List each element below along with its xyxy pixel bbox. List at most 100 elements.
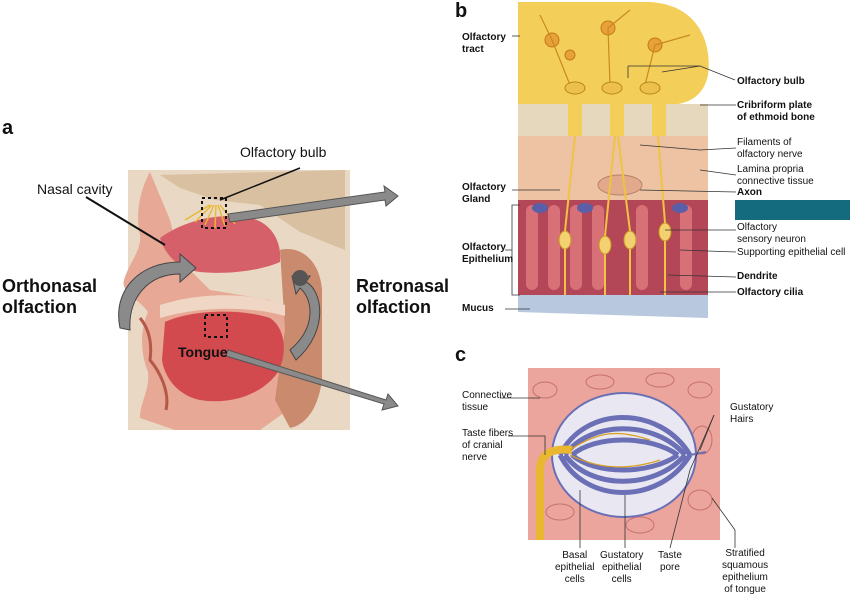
gustatory-hairs-label: Gustatory Hairs: [730, 402, 773, 426]
basal-line-1: Basal: [562, 550, 588, 561]
sensory-neuron-label: Olfactory sensory neuron: [737, 222, 806, 246]
panel-b-right-leaders: [627, 65, 737, 293]
orthonasal-arrow: [118, 252, 197, 331]
gustatory-hairs-line-1: Gustatory: [730, 402, 774, 413]
olfactory-tract-line-2: tract: [462, 44, 484, 55]
stratified-line-1: Stratified: [725, 548, 765, 559]
panel-a-letter: a: [2, 117, 14, 139]
sensory-neurons: [558, 222, 672, 255]
taste-pore-line-2: pore: [659, 562, 680, 573]
gustatory-hairs-shape: [689, 451, 707, 456]
basal-cells-label: Basal epithelial cells: [555, 550, 594, 586]
taste-pore-line-1: Taste: [658, 550, 682, 561]
foramen-3: [652, 104, 666, 136]
dendrite-label: Dendrite: [737, 271, 778, 282]
olfactory-tract-label: Olfactory tract: [462, 32, 506, 56]
taste-fibers-line-1: Taste fibers: [462, 428, 514, 439]
olfactory-epithelium-label: Olfactory Epithelium: [462, 242, 513, 266]
nasal-cavity-label: Nasal cavity: [37, 181, 113, 197]
tongue-focus-box: [204, 314, 228, 338]
basal-line-3: cells: [564, 574, 585, 585]
taste-fibers-label: Taste fibers of cranial nerve: [462, 428, 513, 464]
olfactory-bulb-label-a: Olfactory bulb: [240, 144, 327, 160]
gustatory-cells: [557, 415, 693, 495]
olfactory-tract-line-1: Olfactory: [462, 32, 506, 43]
panel-b-letter: b: [455, 0, 468, 22]
olfactory-epithelium-line-1: Olfactory: [462, 242, 506, 253]
taste-fibers-line-2: of cranial: [462, 440, 503, 451]
olfactory-gland-label: Olfactory Gland: [462, 182, 506, 206]
nasal-cavity: [160, 216, 281, 273]
stratified-line-3: epithelium: [722, 572, 768, 583]
skull-region: [160, 170, 345, 250]
tongue-shape: [162, 311, 284, 402]
retronasal-line-1: Retronasal: [356, 276, 450, 296]
panel-c-letter: c: [455, 344, 467, 366]
orthonasal-line-1: Orthonasal: [2, 276, 98, 296]
cribriform-line-2: of ethmoid bone: [737, 112, 815, 123]
connective-tissue-label: Connective tissue: [462, 390, 512, 414]
taste-nerve-fiber: [536, 445, 573, 540]
cribriform-line-1: Cribriform plate: [737, 100, 813, 111]
lips-line: [138, 317, 169, 411]
basal-line-2: epithelial: [555, 562, 595, 573]
supporting-cells: [526, 205, 692, 290]
retronasal-arrow-head: [292, 270, 308, 286]
filaments-label: Filaments of olfactory nerve: [737, 137, 803, 161]
tongue-zoom-arrow: [225, 349, 399, 411]
taste-fibers-line-3: nerve: [462, 452, 488, 463]
olfactory-gland-line-2: Gland: [462, 194, 491, 205]
gustatory-hairs-line-2: Hairs: [730, 414, 754, 425]
nasal-cavity-leader: [85, 196, 166, 246]
lamina-line-1: Lamina propria: [737, 164, 804, 175]
filaments-line-1: Filaments of: [737, 137, 792, 148]
bulb-dendrites: [539, 9, 691, 86]
redaction-bar: [735, 200, 850, 220]
panel-c-leaders: [500, 397, 736, 549]
connective-line-2: tissue: [462, 402, 489, 413]
sensory-neuron-line-2: sensory neuron: [737, 234, 806, 245]
tongue-label: Tongue: [178, 344, 228, 360]
palate: [160, 295, 285, 318]
gustatory-cells-label: Gustatory epithelial cells: [600, 550, 643, 586]
retronasal-label: Retronasal olfaction: [356, 276, 449, 318]
olfactory-bulb-label-b: Olfactory bulb: [737, 76, 805, 87]
taste-pore-label: Taste pore: [658, 550, 682, 574]
retronasal-arrow: [289, 275, 321, 361]
orthonasal-line-2: olfaction: [2, 297, 77, 317]
basal-cells: [532, 203, 688, 213]
connective-line-1: Connective: [462, 390, 513, 401]
cribriform-label: Cribriform plate of ethmoid bone: [737, 100, 815, 124]
sensory-neuron-line-1: Olfactory: [737, 222, 778, 233]
gustatory-cells-line-3: cells: [611, 574, 632, 585]
foramen-1: [568, 104, 582, 136]
supporting-cell-label: Supporting epithelial cell: [737, 247, 846, 258]
olfactory-bulb-leader: [219, 167, 301, 201]
stratified-label: Stratified squamous epithelium of tongue: [722, 548, 768, 596]
mucus-layer: [518, 295, 708, 318]
glomeruli: [564, 81, 661, 95]
gustatory-cells-line-1: Gustatory: [600, 550, 644, 561]
orthonasal-label: Orthonasal olfaction: [2, 276, 97, 318]
retronasal-line-2: olfaction: [356, 297, 431, 317]
bulb-tissue: [518, 2, 709, 104]
filaments-line-2: olfactory nerve: [737, 149, 803, 160]
axon-label: Axon: [737, 187, 762, 198]
nerve-branches: [569, 432, 661, 468]
foramen-2: [610, 104, 624, 136]
panel-b-left-leaders: [505, 35, 560, 310]
olfactory-epithelium-line-2: Epithelium: [462, 254, 514, 265]
lamina-label: Lamina propria connective tissue: [737, 164, 814, 188]
lamina-line-2: connective tissue: [737, 176, 814, 187]
olfactory-gland-line-1: Olfactory: [462, 182, 506, 193]
stratified-line-2: squamous: [722, 560, 769, 571]
gustatory-cells-line-2: epithelial: [601, 562, 642, 573]
olfactory-cilia-label: Olfactory cilia: [737, 287, 804, 298]
bulb-focus-box: [201, 197, 227, 229]
axon-bundles: [564, 135, 666, 295]
mucus-label: Mucus: [462, 303, 494, 314]
bulb-zoom-arrow: [227, 184, 399, 223]
stratified-line-4: of tongue: [724, 584, 766, 595]
